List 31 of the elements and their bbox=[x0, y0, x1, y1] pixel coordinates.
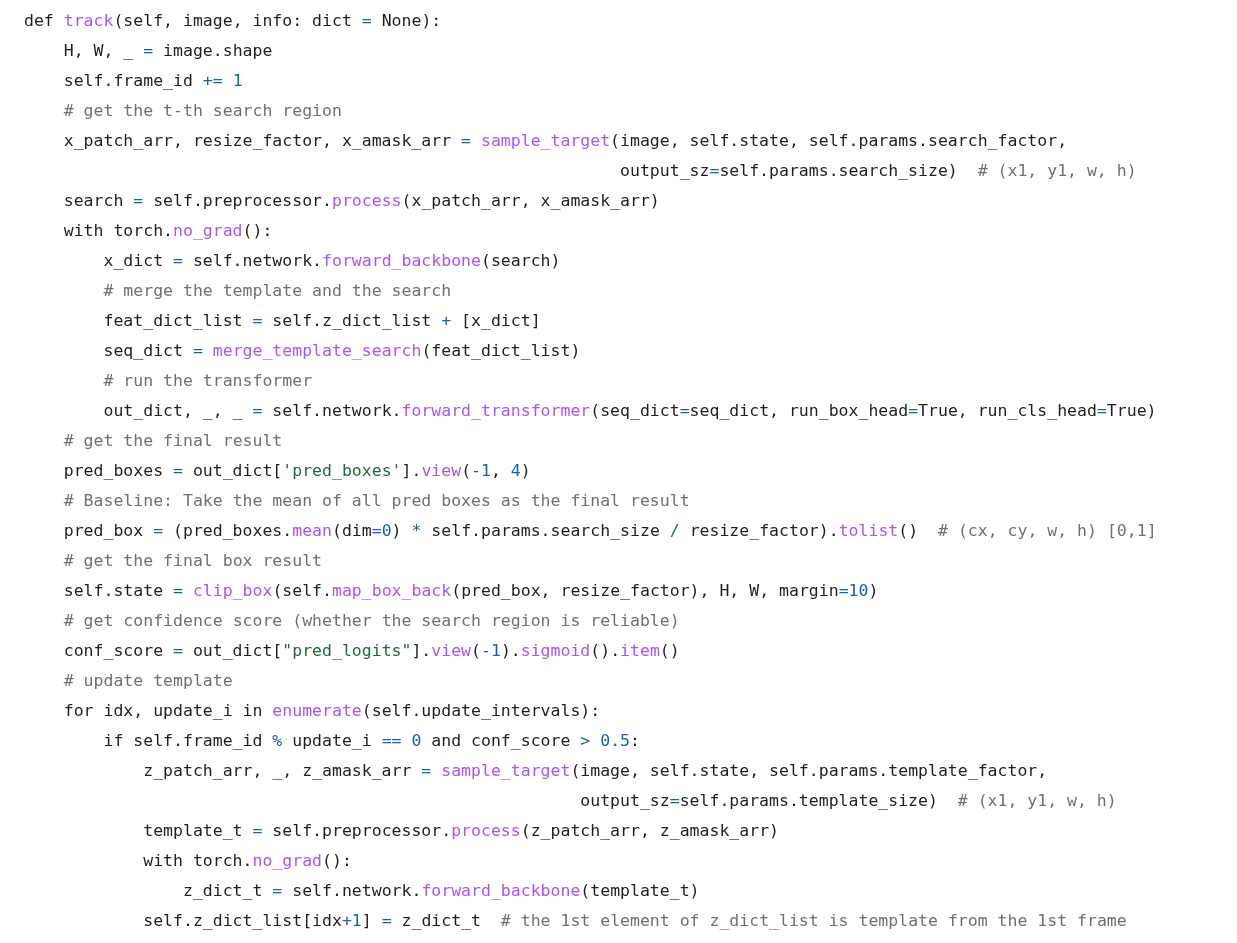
code-line: with torch.no_grad(): bbox=[62, 220, 273, 242]
code-line: # merge the template and the search bbox=[102, 280, 452, 302]
code-line: feat_dict_list = self.z_dict_list + [x_dict] bbox=[102, 310, 541, 332]
code-line: # get the t-th search region bbox=[62, 100, 342, 122]
code-line: # Baseline: Take the mean of all pred boxes as the final result bbox=[62, 490, 690, 512]
code-line: output_sz=self.params.template_size) # (x1, y1, w, h) bbox=[579, 790, 1117, 812]
code-line: conf_score = out_dict["pred_logits"].view(-1).sigmoid().item() bbox=[62, 640, 680, 662]
code-line: out_dict, _, _ = self.network.forward_transformer(seq_dict=seq_dict, run_box_head=True, run_cls_head=True) bbox=[102, 400, 1157, 422]
code-line: self.frame_id += 1 bbox=[62, 70, 243, 92]
code-line: pred_box = (pred_boxes.mean(dim=0) * self.params.search_size / resize_factor).tolist() # (cx, cy, w, h) [0,1] bbox=[62, 520, 1157, 542]
code-line: search = self.preprocessor.process(x_patch_arr, x_amask_arr) bbox=[62, 190, 660, 212]
code-line: if self.frame_id % update_i == 0 and conf_score > 0.5: bbox=[102, 730, 640, 752]
code-line: x_patch_arr, resize_factor, x_amask_arr = sample_target(image, self.state, self.params.search_factor, bbox=[62, 130, 1068, 152]
code-line: self.state = clip_box(self.map_box_back(pred_box, resize_factor), H, W, margin=10) bbox=[62, 580, 879, 602]
code-line: output_sz=self.params.search_size) # (x1, y1, w, h) bbox=[619, 160, 1137, 182]
code-line: # run the transformer bbox=[102, 370, 313, 392]
code-line: z_dict_t = self.network.forward_backbone(template_t) bbox=[181, 880, 700, 902]
code-line: template_t = self.preprocessor.process(z_patch_arr, z_amask_arr) bbox=[142, 820, 779, 842]
code-line: self.z_dict_list[idx+1] = z_dict_t # the 1st element of z_dict_list is template from the 1st frame bbox=[142, 910, 1127, 932]
code-line: # get the final box result bbox=[62, 550, 323, 572]
code-line: # get confidence score (whether the search region is reliable) bbox=[62, 610, 680, 632]
code-line: pred_boxes = out_dict['pred_boxes'].view(-1, 4) bbox=[62, 460, 531, 482]
code-line: z_patch_arr, _, z_amask_arr = sample_target(image, self.state, self.params.template_factor, bbox=[142, 760, 1048, 782]
code-line: # update template bbox=[62, 670, 233, 692]
code-line: x_dict = self.network.forward_backbone(search) bbox=[102, 250, 561, 272]
code-line: # get the final result bbox=[62, 430, 283, 452]
code-line: with torch.no_grad(): bbox=[142, 850, 352, 872]
code-line: seq_dict = merge_template_search(feat_dict_list) bbox=[102, 340, 581, 362]
code-line: H, W, _ = image.shape bbox=[62, 40, 273, 62]
code-line: def track(self, image, info: dict = None): bbox=[24, 10, 442, 32]
code-line: for idx, update_i in enumerate(self.update_intervals): bbox=[62, 700, 601, 722]
